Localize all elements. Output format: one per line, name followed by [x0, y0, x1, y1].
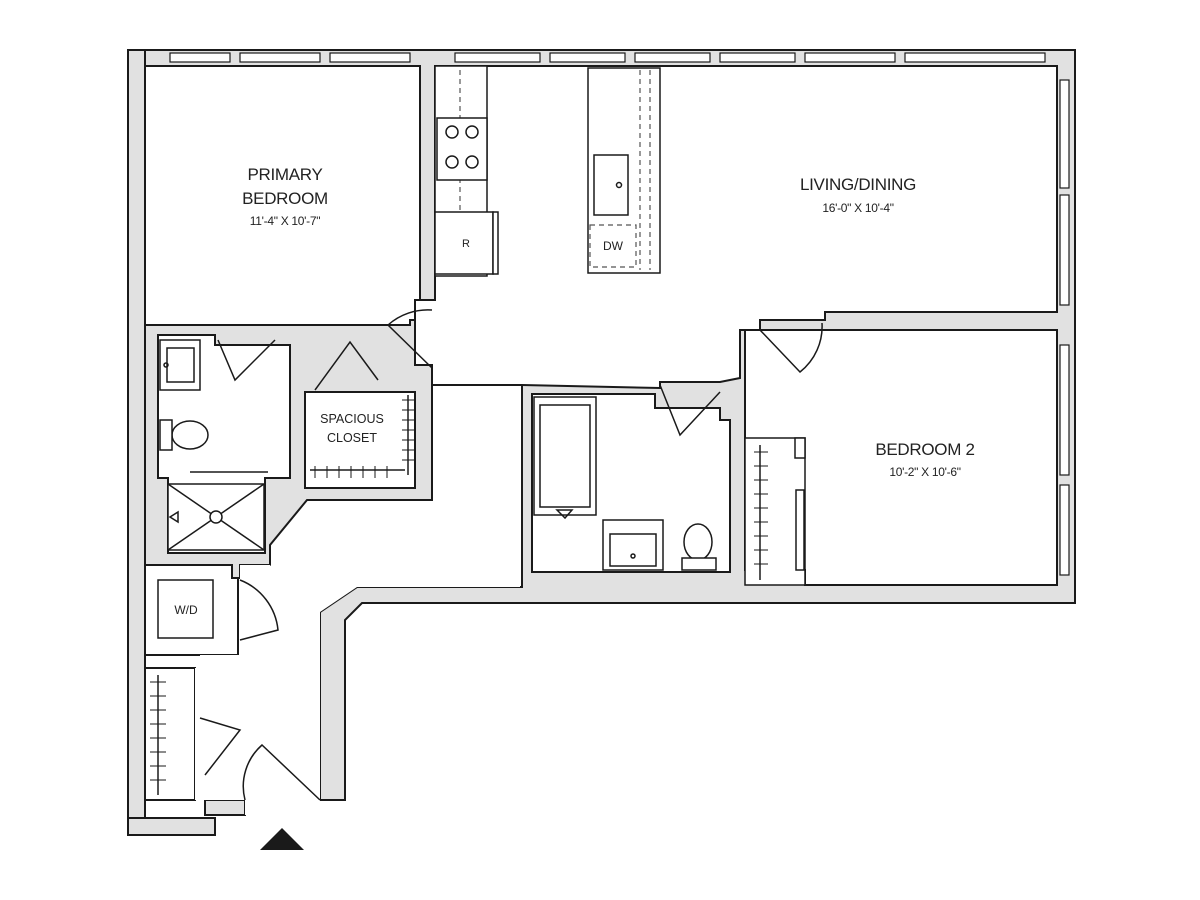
entry-door [242, 743, 321, 801]
hall-bath-fixtures [533, 384, 721, 571]
living-dining-dimensions: 16'-0" X 10'-4" [822, 201, 893, 215]
foyer-room [195, 565, 520, 815]
kitchen-counter: R [434, 65, 499, 277]
entry-jamb [204, 799, 246, 816]
dishwasher-label: DW [603, 239, 624, 253]
bathtub [533, 396, 597, 516]
primary-bedroom-name-2: BEDROOM [242, 189, 328, 208]
bedroom-2-door [759, 322, 823, 374]
hall-bath-vanity [602, 519, 664, 571]
exterior-wall-west [127, 49, 146, 836]
living-dining-name: LIVING/DINING [800, 175, 916, 194]
washer-dryer-label: W/D [174, 603, 198, 617]
closet-rods [310, 395, 414, 478]
refrigerator [434, 211, 494, 275]
kitchen-island: DW [587, 67, 661, 274]
hall-bath-toilet [683, 523, 713, 561]
primary-bedroom-door [386, 309, 433, 369]
refrigerator-label: R [462, 238, 470, 250]
laundry: W/D [157, 579, 279, 641]
primary-bedroom-dimensions: 11'-4" X 10'-7" [250, 214, 320, 228]
island-sink [593, 154, 629, 216]
entry-wall [127, 817, 216, 836]
primary-bedroom-labels: PRIMARY BEDROOM 11'-4" X 10'-7" [242, 165, 328, 228]
primary-bath-toilet [171, 420, 209, 450]
windows-right [1059, 79, 1070, 576]
washer-dryer [157, 579, 214, 639]
entry-closet [150, 675, 242, 795]
bedroom-2-labels: BEDROOM 2 10'-2" X 10'-6" [875, 440, 975, 479]
spacious-closet-line-1: SPACIOUS [320, 412, 384, 426]
closet-doors [314, 340, 379, 391]
kitchen-living-room [414, 65, 1058, 390]
entry-arrow-icon [260, 828, 304, 850]
spacious-closet-line-2: CLOSET [327, 431, 377, 445]
primary-bath-fixtures [159, 339, 276, 551]
bedroom-2-dimensions: 10'-2" X 10'-6" [889, 465, 960, 479]
spacious-closet-labels: SPACIOUS CLOSET [320, 412, 384, 445]
bedroom-2-name: BEDROOM 2 [875, 440, 974, 459]
bedroom-2-closet [744, 437, 806, 586]
primary-bedroom-name-1: PRIMARY [247, 165, 322, 184]
dishwasher [589, 224, 637, 268]
living-dining-labels: LIVING/DINING 16'-0" X 10'-4" [800, 175, 916, 215]
windows-top [169, 52, 1046, 63]
closet-room [304, 391, 416, 489]
cooktop [436, 117, 488, 181]
